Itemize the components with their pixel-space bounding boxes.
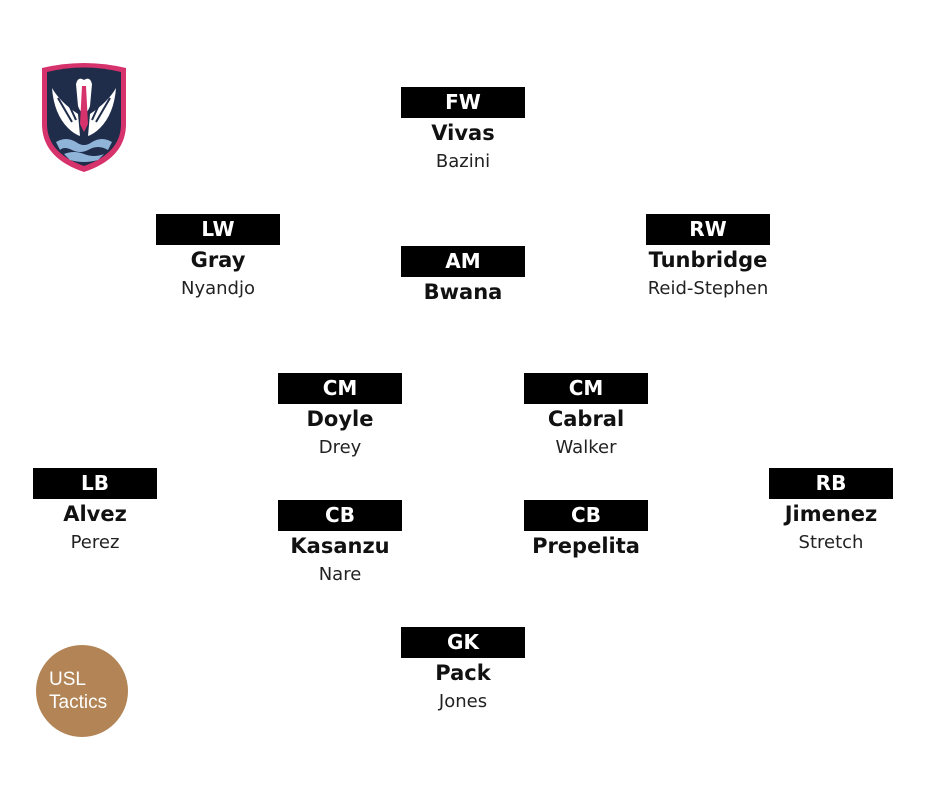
usl-tactics-badge: USL Tactics: [36, 645, 128, 737]
position-label: RB: [769, 468, 893, 499]
backup-name: Nare: [318, 564, 362, 585]
badge-line-2: Tactics: [49, 692, 108, 713]
position-lw: LW Gray Nyandjo: [156, 214, 280, 303]
position-rw: RW Tunbridge Reid-Stephen: [646, 214, 770, 303]
position-label: CB: [278, 500, 402, 531]
position-fw: FW Vivas Bazini: [401, 87, 525, 176]
badge-line-1: USL: [49, 669, 86, 690]
position-lb: LB Alvez Perez: [33, 468, 157, 557]
starter-name: Cabral: [547, 407, 625, 431]
starter-name: Pack: [435, 661, 491, 685]
position-label: LB: [33, 468, 157, 499]
position-am: AM Bwana: [401, 246, 525, 307]
backup-name: Bazini: [435, 151, 491, 172]
starter-name: Tunbridge: [648, 248, 768, 272]
position-gk: GK Pack Jones: [401, 627, 525, 716]
position-label: AM: [401, 246, 525, 277]
starter-name: Bwana: [423, 280, 503, 304]
position-label: CM: [524, 373, 648, 404]
position-cb-right: CB Prepelita: [524, 500, 648, 561]
starter-name: Prepelita: [532, 534, 640, 558]
position-label: GK: [401, 627, 525, 658]
position-label: FW: [401, 87, 525, 118]
position-cb-left: CB Kasanzu Nare: [278, 500, 402, 589]
backup-name: Perez: [70, 532, 120, 553]
position-cm-left: CM Doyle Drey: [278, 373, 402, 462]
position-label: LW: [156, 214, 280, 245]
backup-name: Reid-Stephen: [647, 278, 769, 299]
backup-name: Drey: [318, 437, 362, 458]
starter-name: Alvez: [63, 502, 127, 526]
starter-name: Jimenez: [784, 502, 878, 526]
position-label: CM: [278, 373, 402, 404]
starter-name: Vivas: [431, 121, 495, 145]
position-label: RW: [646, 214, 770, 245]
pelican-crest-icon: [42, 63, 126, 172]
position-rb: RB Jimenez Stretch: [769, 468, 893, 557]
backup-name: Stretch: [798, 532, 864, 553]
starter-name: Doyle: [306, 407, 374, 431]
position-cm-right: CM Cabral Walker: [524, 373, 648, 462]
starter-name: Gray: [190, 248, 246, 272]
position-label: CB: [524, 500, 648, 531]
starter-name: Kasanzu: [290, 534, 390, 558]
backup-name: Jones: [438, 691, 488, 712]
backup-name: Nyandjo: [181, 278, 255, 299]
backup-name: Walker: [555, 437, 617, 458]
